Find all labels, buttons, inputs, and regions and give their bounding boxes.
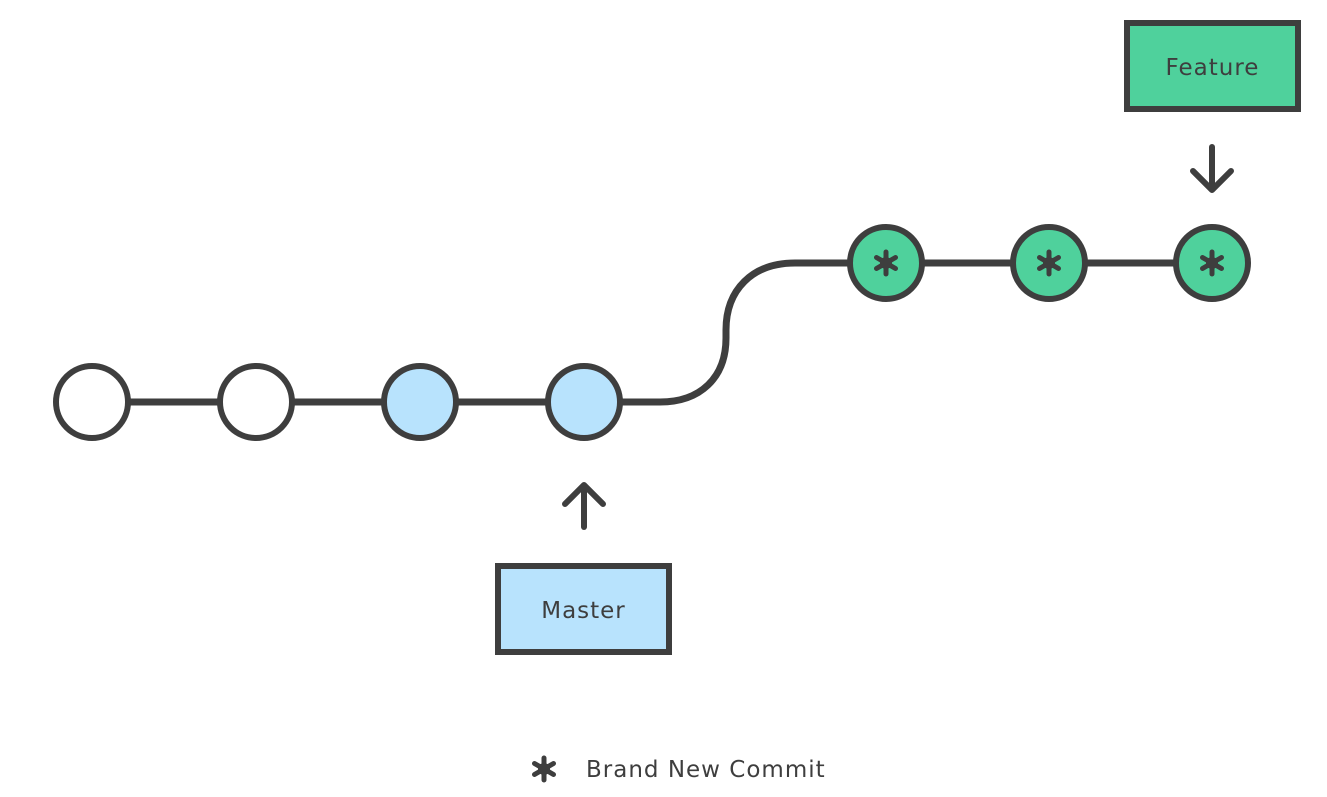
branch-curve (616, 259, 856, 406)
commit-6 (1010, 224, 1088, 302)
commit-node (381, 363, 459, 441)
master-branch-label: Master (495, 563, 672, 655)
feature-branch-label: Feature (1124, 20, 1301, 112)
commit-node (217, 363, 295, 441)
commit-5 (847, 224, 925, 302)
commit-node (53, 363, 131, 441)
feature-label-box (1124, 20, 1301, 112)
commit-7 (1173, 224, 1251, 302)
commits (53, 224, 1251, 441)
commit-3 (381, 363, 459, 441)
commit-2 (217, 363, 295, 441)
asterisk-icon (874, 249, 898, 277)
asterisk-icon (532, 755, 556, 783)
commit-1 (53, 363, 131, 441)
asterisk-icon (1200, 249, 1224, 277)
legend: Brand New Commit (532, 755, 826, 783)
asterisk-icon (1037, 249, 1061, 277)
master-arrow-icon (562, 482, 606, 530)
legend-text: Brand New Commit (586, 757, 826, 783)
master-label-text: Master (541, 598, 626, 624)
feature-label-text: Feature (1166, 55, 1260, 81)
commit-4 (545, 363, 623, 441)
commit-node (545, 363, 623, 441)
master-label-box (495, 563, 672, 655)
commit-connectors (124, 259, 1180, 406)
feature-arrow-icon (1190, 144, 1234, 193)
